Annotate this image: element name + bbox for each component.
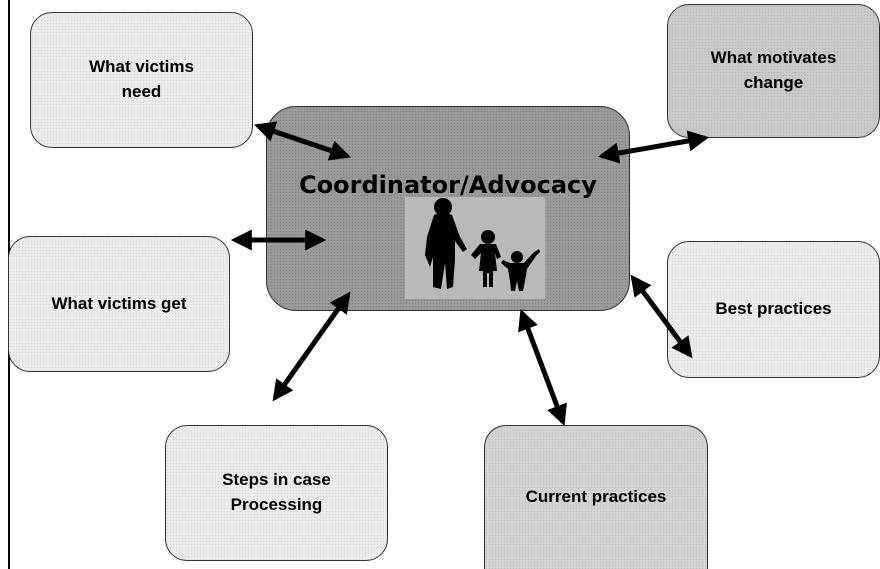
arrow-need-center xyxy=(254,121,351,161)
node-what-victims-need: What victims need xyxy=(30,12,253,148)
arrow-current-center xyxy=(518,309,567,426)
family-silhouette-image xyxy=(405,197,545,299)
arrow-motivates-center xyxy=(597,130,710,164)
node-what-motivates-change: What motivates change xyxy=(667,4,880,138)
center-node-title: Coordinator/Advocacy xyxy=(299,171,597,199)
node-current-practices: Current practices xyxy=(484,425,708,569)
arrow-steps-center xyxy=(272,291,351,402)
arrow-best-center xyxy=(630,274,693,359)
family-silhouette-icon xyxy=(425,198,540,291)
node-what-victims-get: What victims get xyxy=(8,236,230,372)
node-best-practices: Best practices xyxy=(667,241,880,378)
node-steps-in-case-processing: Steps in case Processing xyxy=(165,425,388,561)
